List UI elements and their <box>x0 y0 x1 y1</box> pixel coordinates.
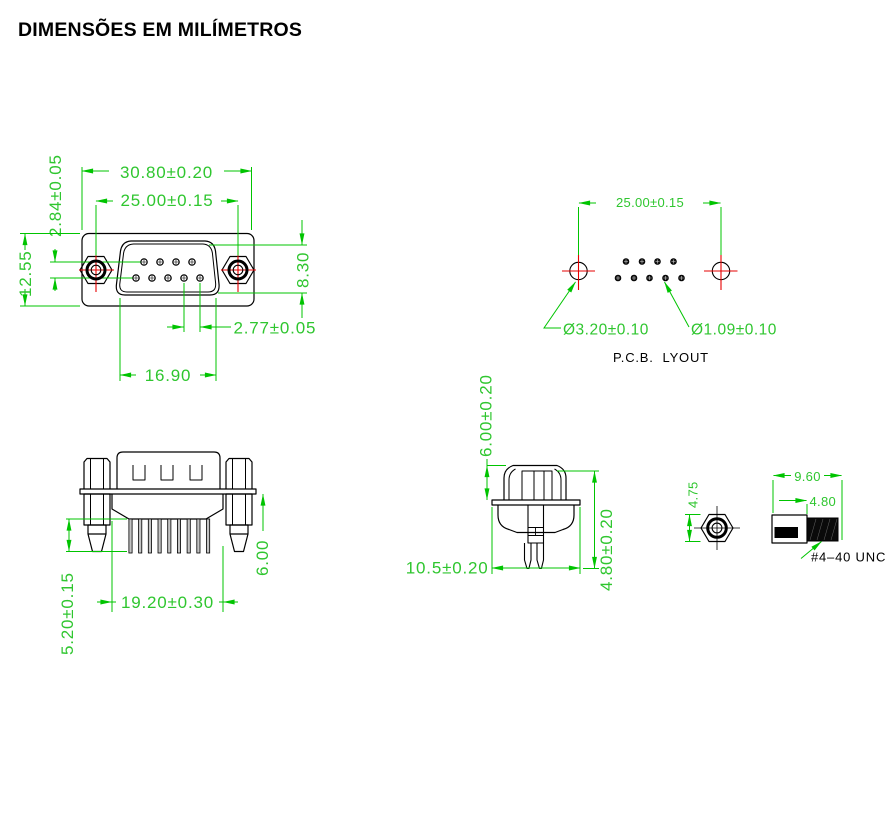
dim-label-mount-hole: Ø3.20±0.10 <box>563 322 649 339</box>
end-view: 6.00±0.20 10.5±0.20 4.80±0.20 <box>406 374 616 591</box>
dim-label-tail: 5.20±0.15 <box>58 572 77 655</box>
dim-label-shell-height: 8.30 <box>294 252 313 288</box>
screw-socket <box>774 527 798 538</box>
dim-label-nut-flats: 4.75 <box>686 481 701 508</box>
thread-spec-leader <box>800 541 822 559</box>
dsub-shell-outer <box>115 240 220 296</box>
pcb-layout-view: 25.00±0.15 Ø3.20±0.10 Ø1.09±0.10 P.C.B. … <box>543 195 777 365</box>
nut-dimensions: 4.75 <box>685 481 701 542</box>
dim-label-shell-width: 16.90 <box>145 366 192 385</box>
hex-nut-end <box>700 513 734 543</box>
dim-label-thread-length: 4.80 <box>810 494 837 509</box>
end-view-dimensions: 6.00±0.20 10.5±0.20 4.80±0.20 <box>406 374 616 591</box>
right-nut-ring <box>227 259 249 281</box>
front-view-dimensions: 30.80±0.20 25.00±0.15 2.84±0.05 12.55 8.… <box>16 154 317 385</box>
right-jackpost-tip <box>229 533 249 553</box>
hole-centerlines <box>562 255 738 290</box>
body-notches <box>132 465 203 481</box>
right-standoff-top <box>225 457 253 489</box>
nut-centerlines <box>79 255 256 292</box>
side-body-top <box>116 451 221 489</box>
hardware-view: 4.75 9.60 4.80 #4–40 UNC <box>685 469 886 565</box>
dim-label-body-width: 19.20±0.30 <box>121 593 214 612</box>
dim-label-standoff: 6.00 <box>253 540 272 576</box>
dim-label-screw-length: 9.60 <box>794 469 821 484</box>
dim-label-flange-width: 10.5±0.20 <box>406 559 489 578</box>
dim-label-width: 30.80±0.20 <box>120 163 213 182</box>
dim-label-mount-span: 25.00±0.15 <box>121 191 214 210</box>
end-stem <box>527 504 545 544</box>
front-view: 30.80±0.20 25.00±0.15 2.84±0.05 12.55 8.… <box>16 154 317 385</box>
dim-label-hole-span: 25.00±0.15 <box>616 195 684 210</box>
dim-label-pin-hole: Ø1.09±0.10 <box>691 322 777 339</box>
left-nut-ring <box>85 259 107 281</box>
dim-label-top-height: 6.00±0.20 <box>477 374 496 457</box>
right-hex-nut <box>221 255 255 285</box>
dim-label-pin-pitch: 2.77±0.05 <box>234 319 317 338</box>
pin-hole-leader <box>664 281 690 328</box>
pin-array-front <box>132 258 204 282</box>
left-standoff-top <box>83 457 111 489</box>
dim-label-body-height: 12.55 <box>16 250 35 297</box>
mounting-flange <box>79 488 257 495</box>
end-body-top <box>503 464 567 500</box>
dsub-shell-inner <box>119 243 217 293</box>
thread-spec-label: #4–40 UNC <box>811 550 886 565</box>
pcb-caption: P.C.B. LYOUT <box>613 350 709 365</box>
pin-array-side <box>128 518 211 554</box>
side-view: 5.20±0.15 19.20±0.30 6.00 <box>58 451 272 655</box>
mount-hole-leader <box>543 281 576 329</box>
side-view-dimensions: 5.20±0.15 19.20±0.30 6.00 <box>58 493 272 655</box>
drawing-title: DIMENSÕES EM MILÍMETROS <box>18 17 302 41</box>
nut-thread-ring <box>706 517 728 539</box>
screw-dimensions: 9.60 4.80 <box>772 469 843 559</box>
thread-texture <box>809 518 838 541</box>
dim-label-row-offset: 2.84±0.05 <box>46 154 65 237</box>
dim-label-rear-height: 4.80±0.20 <box>597 508 616 591</box>
pin-hole-array <box>614 258 685 282</box>
end-body-lower <box>497 505 575 534</box>
